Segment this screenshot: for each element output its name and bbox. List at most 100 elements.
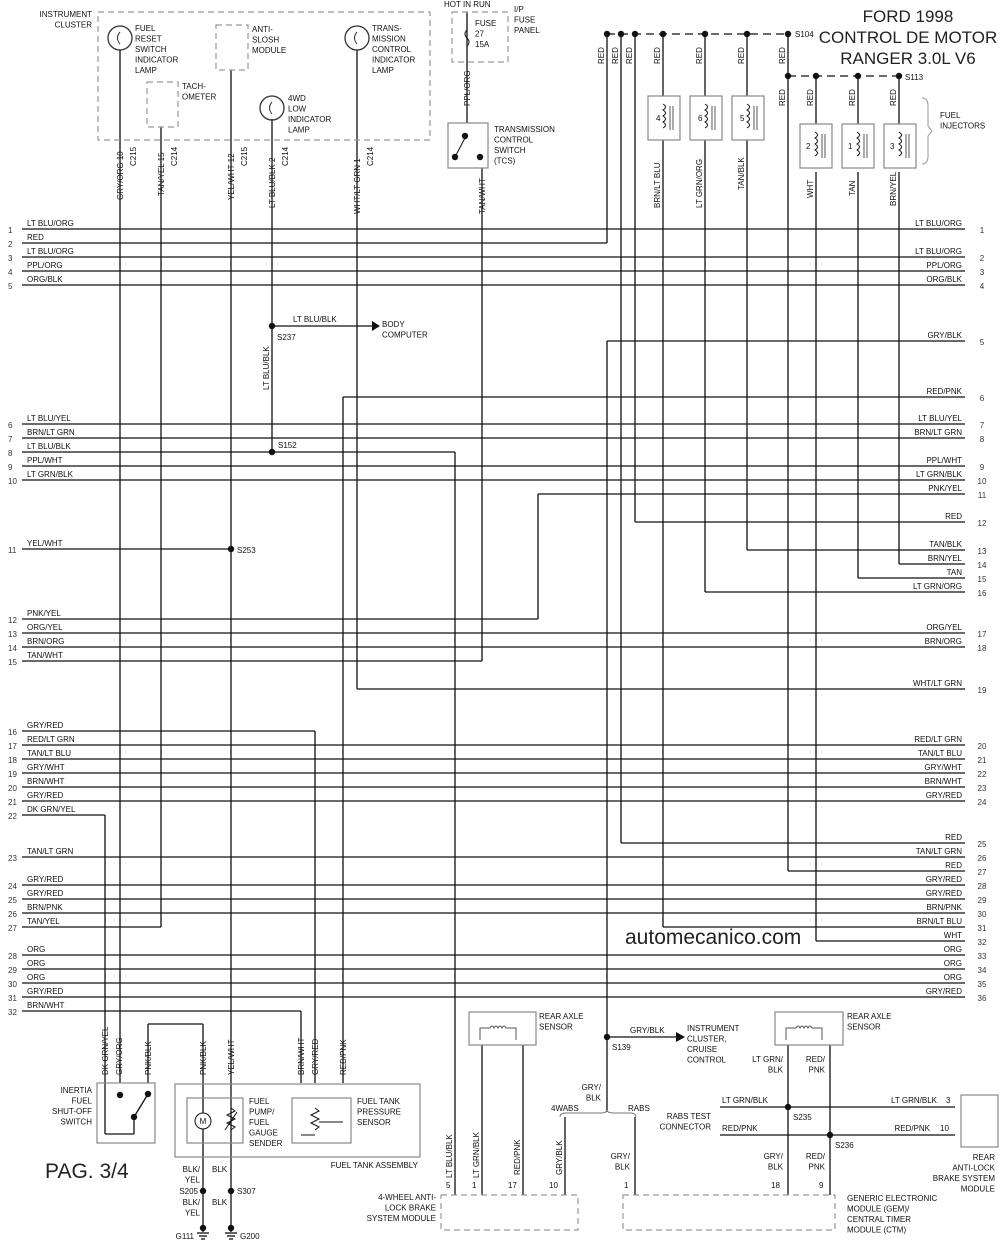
- label-trans-lamp: INDICATOR: [372, 56, 415, 65]
- wire-color-right: BRN/YEL: [928, 554, 963, 563]
- label-gry-blk-c: BLK: [768, 1163, 784, 1172]
- wire-color-right: LT GRN/BLK: [916, 470, 963, 479]
- splice-dot: [227, 1187, 235, 1195]
- watermark: automecanico.com: [625, 926, 801, 949]
- tcs-switch-box: [447, 122, 489, 169]
- wire-color-right: RED/LT GRN: [914, 735, 962, 744]
- wire-number-left: 3: [8, 254, 13, 263]
- label-ip-fuse-panel: PANEL: [514, 26, 540, 35]
- label-red-pnk-c: RED/: [806, 1152, 826, 1161]
- wire-label-brn-ltblu: BRN/LT BLU: [653, 162, 662, 208]
- coil-icon: [898, 131, 902, 157]
- wire-label-red11: RED: [889, 89, 898, 106]
- splice-s113: [784, 72, 792, 80]
- wire-color-left: LT BLU/BLK: [27, 442, 71, 451]
- wire-number-right: 30: [978, 910, 987, 919]
- fuse-panel-box: [451, 11, 509, 63]
- label-fuel-pump: FUEL: [249, 1118, 270, 1127]
- wire-label-c-c215b: C215: [240, 146, 249, 166]
- wire-color-right: RED: [945, 861, 962, 870]
- wire-label-c-c214a: C214: [170, 146, 179, 166]
- label-gry-blk-a: GRY/: [582, 1083, 602, 1092]
- label-inertia-switch: SWITCH: [60, 1118, 92, 1127]
- fuel-injector-box: [883, 123, 917, 169]
- wire-label-b-red-pnk: RED/PNK: [339, 1039, 348, 1075]
- label-rear-axle-1: REAR AXLE: [539, 1012, 583, 1021]
- wire-label-b-brn-wht: BRN/WHT: [297, 1038, 306, 1075]
- wire-color-left: PPL/ORG: [27, 261, 63, 270]
- wire-number-left: 13: [8, 630, 17, 639]
- label-fuel-tank-assembly: FUEL TANK ASSEMBLY: [331, 1161, 419, 1170]
- wire-color-right: BRN/LT BLU: [917, 917, 963, 926]
- label-tcs: (TCS): [494, 157, 516, 166]
- label-fuse: 15A: [475, 40, 490, 49]
- wire-number-right: 26: [978, 854, 987, 863]
- switch-contact: [116, 1091, 124, 1099]
- wire-number-right: 13: [978, 547, 987, 556]
- wire-label-b-yel-wht: YEL/WHT: [227, 1039, 236, 1075]
- label-inst-cruise: INSTRUMENT: [687, 1024, 740, 1033]
- label-s237: S237: [277, 333, 296, 342]
- label-s139: S139: [612, 1043, 631, 1052]
- label-fuel-pump: FUEL: [249, 1097, 270, 1106]
- wire-color-right: GRY/BLK: [927, 331, 962, 340]
- label-rear-axle-2: SENSOR: [847, 1023, 881, 1032]
- wire-color-right: WHT: [944, 931, 962, 940]
- label-abs4-module: SYSTEM MODULE: [367, 1214, 436, 1223]
- splice-dot: [199, 1224, 207, 1232]
- wire-number-left: 19: [8, 770, 17, 779]
- label-inj5: 5: [740, 114, 745, 123]
- fuel-injector-box: [799, 123, 833, 169]
- label-rear-abs: MODULE: [961, 1185, 995, 1194]
- wire-color-left: GRY/WHT: [27, 763, 65, 772]
- label-inertia-switch: INERTIA: [61, 1086, 93, 1095]
- label-red-pnk-a: RED/: [806, 1055, 826, 1064]
- wire-label-c-wht-ltgrn: WHT/LT GRN 1: [353, 158, 362, 214]
- sensor-coil-icon: [479, 1025, 517, 1040]
- label-fuse: 27: [475, 30, 484, 39]
- wire-color-left: BRN/PNK: [27, 903, 63, 912]
- wire-label-red3: RED: [625, 47, 634, 64]
- 4wd-lamp-icon: [259, 95, 285, 121]
- wire-number-left: 28: [8, 952, 17, 961]
- label-rear-abs: BRAKE SYSTEM: [933, 1174, 996, 1183]
- wire-color-right: RED/PNK: [926, 387, 962, 396]
- label-g200: G200: [240, 1232, 260, 1241]
- label-inj2: 2: [806, 142, 811, 151]
- wire-color-left: RED/LT GRN: [27, 735, 75, 744]
- wire-number-right: 16: [978, 589, 987, 598]
- wire-label-red1: RED: [597, 47, 606, 64]
- wire-color-left: TAN/WHT: [27, 651, 63, 660]
- wire-color-left: BRN/ORG: [27, 637, 64, 646]
- wire-number-left: 22: [8, 812, 17, 821]
- wire-label-m-gry-blk: GRY/BLK: [555, 1140, 564, 1175]
- label-p1a: 1: [472, 1181, 477, 1190]
- wire-label-red9: RED: [806, 89, 815, 106]
- filament-icon: [354, 31, 358, 45]
- label-gem: GENERIC ELECTRONIC: [847, 1194, 937, 1203]
- splice-dot: [784, 1103, 792, 1111]
- wire-number-left: 2: [8, 240, 13, 249]
- label-inst-cruise: CRUISE: [687, 1045, 717, 1054]
- wire-number-left: 26: [8, 910, 17, 919]
- wire-label-ppl-org: PPL/ORG: [463, 70, 472, 106]
- label-inst-cruise: CLUSTER,: [687, 1035, 727, 1044]
- filament-icon: [117, 31, 121, 45]
- splice-s113: [854, 72, 862, 80]
- wire-number-left: 7: [8, 435, 13, 444]
- wire-color-left: LT BLU/YEL: [27, 414, 71, 423]
- label-red-pnk-c: PNK: [809, 1163, 826, 1172]
- label-gem: CENTRAL TIMER: [847, 1215, 911, 1224]
- label-fuel-injectors: INJECTORS: [940, 122, 985, 131]
- label-tcs: CONTROL: [494, 136, 534, 145]
- label-ltgrn-blk-a: BLK: [768, 1066, 784, 1075]
- wire-number-left: 25: [8, 896, 17, 905]
- wires: [22, 12, 965, 1240]
- label-low-4wd-lamp: LOW: [288, 105, 307, 114]
- title-line-2: CONTROL DE MOTOR: [819, 28, 998, 47]
- label-tachometer: OMETER: [182, 93, 216, 102]
- label-trans-lamp: LAMP: [372, 66, 394, 75]
- switch-contact: [476, 153, 484, 161]
- wire-number-left: 24: [8, 882, 17, 891]
